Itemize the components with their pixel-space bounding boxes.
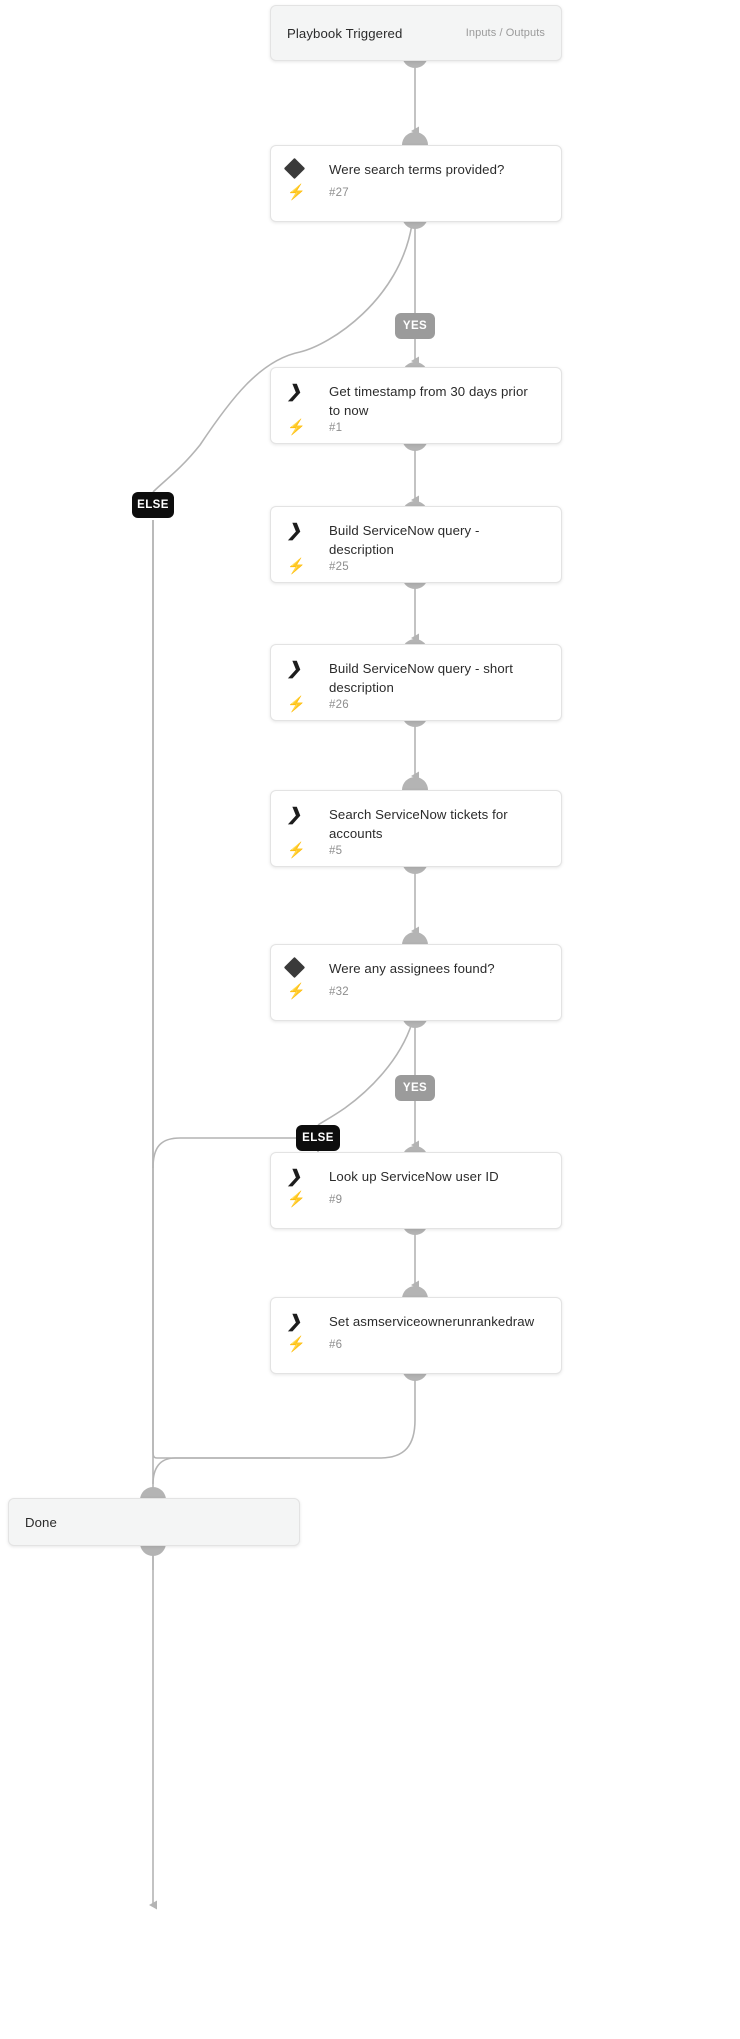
lightning-bolt-icon: ⚡: [287, 558, 306, 575]
node-title: Get timestamp from 30 days prior to now: [329, 384, 528, 418]
branch-badge-yes-2[interactable]: YES: [395, 1075, 435, 1101]
node-id: #32: [329, 985, 349, 998]
edge-27-else: [152, 223, 413, 493]
node-5-search-servicenow-tickets[interactable]: ❯ Search ServiceNow tickets for accounts…: [270, 790, 562, 867]
node-playbook-triggered[interactable]: Playbook Triggered Inputs / Outputs: [270, 5, 562, 61]
node-title: Were any assignees found?: [329, 961, 495, 976]
chevron-right-icon: ❯: [287, 382, 302, 401]
node-title: Build ServiceNow query - short descripti…: [329, 661, 514, 695]
port-in-27[interactable]: [402, 132, 428, 145]
node-header: Playbook Triggered Inputs / Outputs: [271, 6, 561, 60]
chevron-right-icon: ❯: [287, 805, 302, 824]
port-in-done[interactable]: [140, 1487, 166, 1500]
node-27-were-search-terms-provided[interactable]: Were search terms provided? ⚡ #27: [270, 145, 562, 222]
node-title: Set asmserviceownerunrankedraw: [329, 1314, 535, 1329]
edge-6-to-done: [152, 1374, 416, 1485]
node-id: #25: [329, 560, 349, 573]
lightning-bolt-icon: ⚡: [287, 419, 306, 436]
node-title: Build ServiceNow query - description: [329, 523, 480, 557]
inputs-outputs-link[interactable]: Inputs / Outputs: [465, 27, 545, 39]
diamond-icon: [283, 956, 309, 979]
branch-badge-else-1[interactable]: ELSE: [132, 492, 174, 518]
node-32-were-any-assignees-found[interactable]: Were any assignees found? ⚡ #32: [270, 944, 562, 1021]
lightning-bolt-icon: ⚡: [287, 1191, 306, 1208]
node-title: Search ServiceNow tickets for accounts: [329, 807, 508, 841]
node-25-build-query-description[interactable]: ❯ Build ServiceNow query - description ⚡…: [270, 506, 562, 583]
branch-badge-yes-1[interactable]: YES: [395, 313, 435, 339]
lightning-bolt-icon: ⚡: [287, 1336, 306, 1353]
edge-32-else: [317, 1022, 413, 1126]
chevron-right-icon: ❯: [287, 521, 302, 540]
node-id: #27: [329, 186, 349, 199]
lightning-bolt-icon: ⚡: [287, 983, 306, 1000]
port-in-6[interactable]: [402, 1286, 428, 1299]
port-out-done[interactable]: [140, 1543, 166, 1556]
node-id: #26: [329, 698, 349, 711]
node-9-look-up-servicenow-user-id[interactable]: ❯ Look up ServiceNow user ID ⚡ #9: [270, 1152, 562, 1229]
node-title: Were search terms provided?: [329, 162, 505, 177]
diamond-icon: [283, 157, 309, 180]
node-title: Done: [25, 1514, 57, 1530]
node-title: Look up ServiceNow user ID: [329, 1169, 499, 1184]
node-6-set-asmserviceownerunrankedraw[interactable]: ❯ Set asmserviceownerunrankedraw ⚡ #6: [270, 1297, 562, 1374]
port-in-5[interactable]: [402, 777, 428, 790]
node-done[interactable]: Done: [8, 1498, 300, 1546]
chevron-right-icon: ❯: [287, 659, 302, 678]
node-1-get-timestamp[interactable]: ❯ Get timestamp from 30 days prior to no…: [270, 367, 562, 444]
node-id: #6: [329, 1338, 343, 1351]
node-id: #9: [329, 1193, 343, 1206]
node-id: #1: [329, 421, 343, 434]
chevron-right-icon: ❯: [287, 1167, 302, 1186]
lightning-bolt-icon: ⚡: [287, 842, 306, 859]
port-in-32[interactable]: [402, 932, 428, 945]
lightning-bolt-icon: ⚡: [287, 184, 306, 201]
node-id: #5: [329, 844, 343, 857]
branch-badge-else-2[interactable]: ELSE: [296, 1125, 340, 1151]
lightning-bolt-icon: ⚡: [287, 696, 306, 713]
chevron-right-icon: ❯: [287, 1312, 302, 1331]
node-26-build-query-short-description[interactable]: ❯ Build ServiceNow query - short descrip…: [270, 644, 562, 721]
node-title: Playbook Triggered: [287, 25, 403, 41]
